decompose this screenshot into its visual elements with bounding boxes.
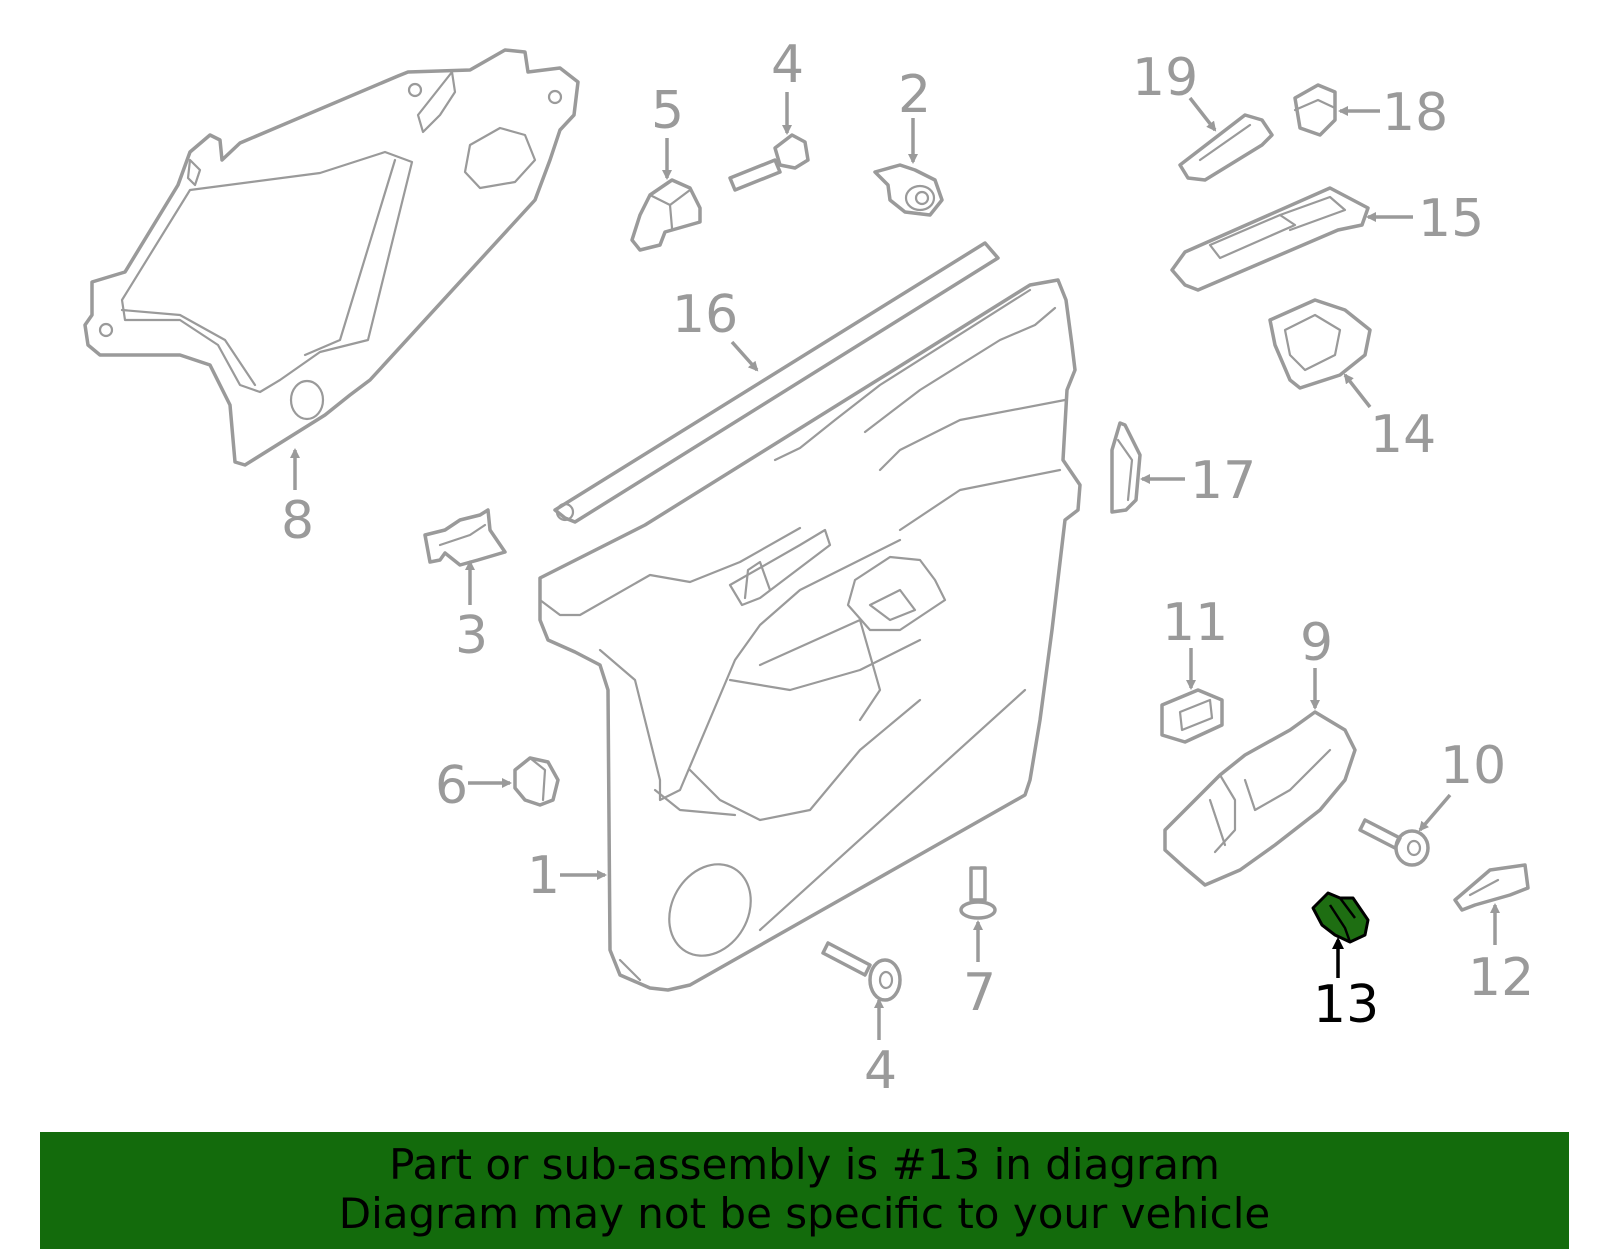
callout-18: 18 [1338, 83, 1448, 143]
svg-text:18: 18 [1382, 83, 1448, 143]
part-8-inner-panel [83, 48, 580, 467]
part-2-grommet [873, 163, 944, 217]
svg-text:1: 1 [527, 846, 560, 906]
part-7-bolt [959, 866, 997, 920]
info-banner: Part or sub-assembly is #13 in diagram D… [40, 1132, 1569, 1249]
callout-12: 12 [1468, 903, 1534, 1008]
svg-text:15: 15 [1418, 189, 1484, 249]
part-14-pocket [1268, 298, 1372, 390]
part-6-clip [513, 756, 560, 807]
part-9-armrest-handle [1163, 710, 1357, 887]
callout-3: 3 [455, 560, 488, 666]
callout-15: 15 [1366, 189, 1484, 249]
svg-text:5: 5 [651, 81, 684, 141]
callout-5: 5 [651, 81, 684, 180]
callout-7: 7 [963, 920, 996, 1023]
callout-2: 2 [898, 65, 931, 164]
callout-14: 14 [1343, 373, 1436, 465]
svg-text:4: 4 [771, 35, 804, 95]
callout-4-bottom: 4 [864, 998, 897, 1101]
callout-8: 8 [281, 448, 314, 551]
svg-text:7: 7 [963, 963, 996, 1023]
callout-4-top: 4 [771, 35, 804, 135]
svg-text:2: 2 [898, 65, 931, 125]
part-1-door-trim-panel [538, 278, 1082, 992]
svg-text:12: 12 [1468, 948, 1534, 1008]
part-11-cover [1160, 688, 1224, 744]
svg-text:6: 6 [435, 756, 468, 816]
svg-text:8: 8 [281, 491, 314, 551]
svg-text:4: 4 [864, 1041, 897, 1101]
part-5-clip [630, 178, 702, 252]
callout-13: 13 [1313, 937, 1379, 1035]
part-4-screw-bottom [821, 941, 902, 1002]
callout-11: 11 [1162, 593, 1228, 690]
part-3-bracket [423, 508, 507, 567]
callout-9: 9 [1300, 613, 1333, 710]
svg-text:11: 11 [1162, 593, 1228, 653]
svg-text:14: 14 [1370, 405, 1436, 465]
svg-text:9: 9 [1300, 613, 1333, 673]
part-15-switch-bezel [1170, 186, 1370, 292]
callout-17: 17 [1140, 451, 1256, 511]
svg-text:10: 10 [1440, 736, 1506, 796]
banner-line-disclaimer: Diagram may not be specific to your vehi… [338, 1189, 1271, 1238]
callout-10: 10 [1418, 736, 1506, 832]
svg-text:17: 17 [1190, 451, 1256, 511]
part-12-bracket [1453, 863, 1530, 912]
callout-6: 6 [435, 756, 512, 816]
callout-19: 19 [1132, 48, 1217, 132]
part-4-screw-top [728, 133, 810, 192]
callout-16: 16 [672, 285, 759, 372]
part-10-screw [1358, 818, 1430, 867]
svg-text:13: 13 [1313, 975, 1379, 1035]
part-17-bracket [1110, 421, 1142, 514]
part-18-button [1293, 83, 1337, 137]
svg-text:19: 19 [1132, 48, 1198, 108]
banner-line-part: Part or sub-assembly is #13 in diagram [389, 1140, 1220, 1189]
part-19-switch [1178, 113, 1274, 182]
part-16-weatherstrip [553, 241, 1000, 524]
part-13-highlighted-switch [1311, 891, 1370, 944]
parts-diagram: 8 5 4 2 16 [83, 35, 1534, 1101]
svg-text:16: 16 [672, 285, 738, 345]
callout-1: 1 [527, 846, 607, 906]
svg-text:3: 3 [455, 606, 488, 666]
